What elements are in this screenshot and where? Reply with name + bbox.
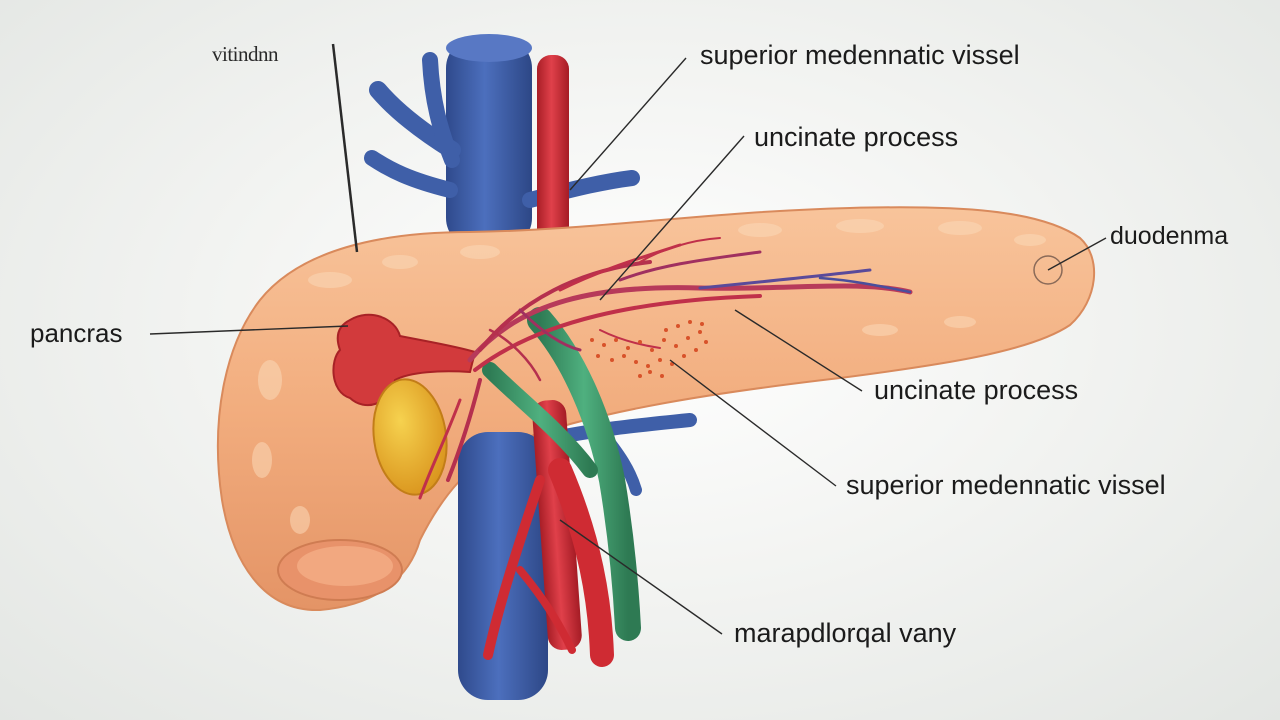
label-uncinate-process-mid: uncinate process — [874, 375, 1079, 405]
portal-vein-top — [364, 34, 640, 248]
label-superior-mesenteric-vessel-top: superior medennatic vissel — [700, 40, 1020, 70]
leader-marap — [559, 519, 723, 635]
vessel-network — [418, 237, 913, 500]
leader-pancreas — [149, 325, 349, 335]
label-uncinate-process-top: uncinate process — [754, 122, 959, 152]
leader-top-left — [331, 43, 359, 253]
leader-duodenum — [1047, 237, 1107, 271]
label-marapdlorqal-vany: marapdlorqal vany — [734, 618, 957, 648]
uncinate-speckle — [590, 320, 708, 378]
pancreatic-head-vessel — [332, 313, 477, 407]
label-pancreas: pancras — [30, 318, 123, 348]
artery-top — [537, 55, 569, 245]
label-duodenum: duodenma — [1110, 222, 1229, 250]
label-top-left: vitindnn — [212, 42, 279, 66]
green-vessel — [482, 307, 641, 641]
pancreas-body — [216, 206, 1096, 612]
leader-uncinate-mid — [734, 309, 863, 392]
label-superior-mesenteric-vessel-bottom: superior medennatic vissel — [846, 470, 1166, 500]
artery-bottom — [483, 400, 614, 667]
leader-lines — [149, 43, 1107, 635]
leader-uncinate-top — [599, 135, 745, 301]
leader-smv-top — [569, 57, 687, 191]
leader-smv-bottom — [669, 359, 837, 487]
